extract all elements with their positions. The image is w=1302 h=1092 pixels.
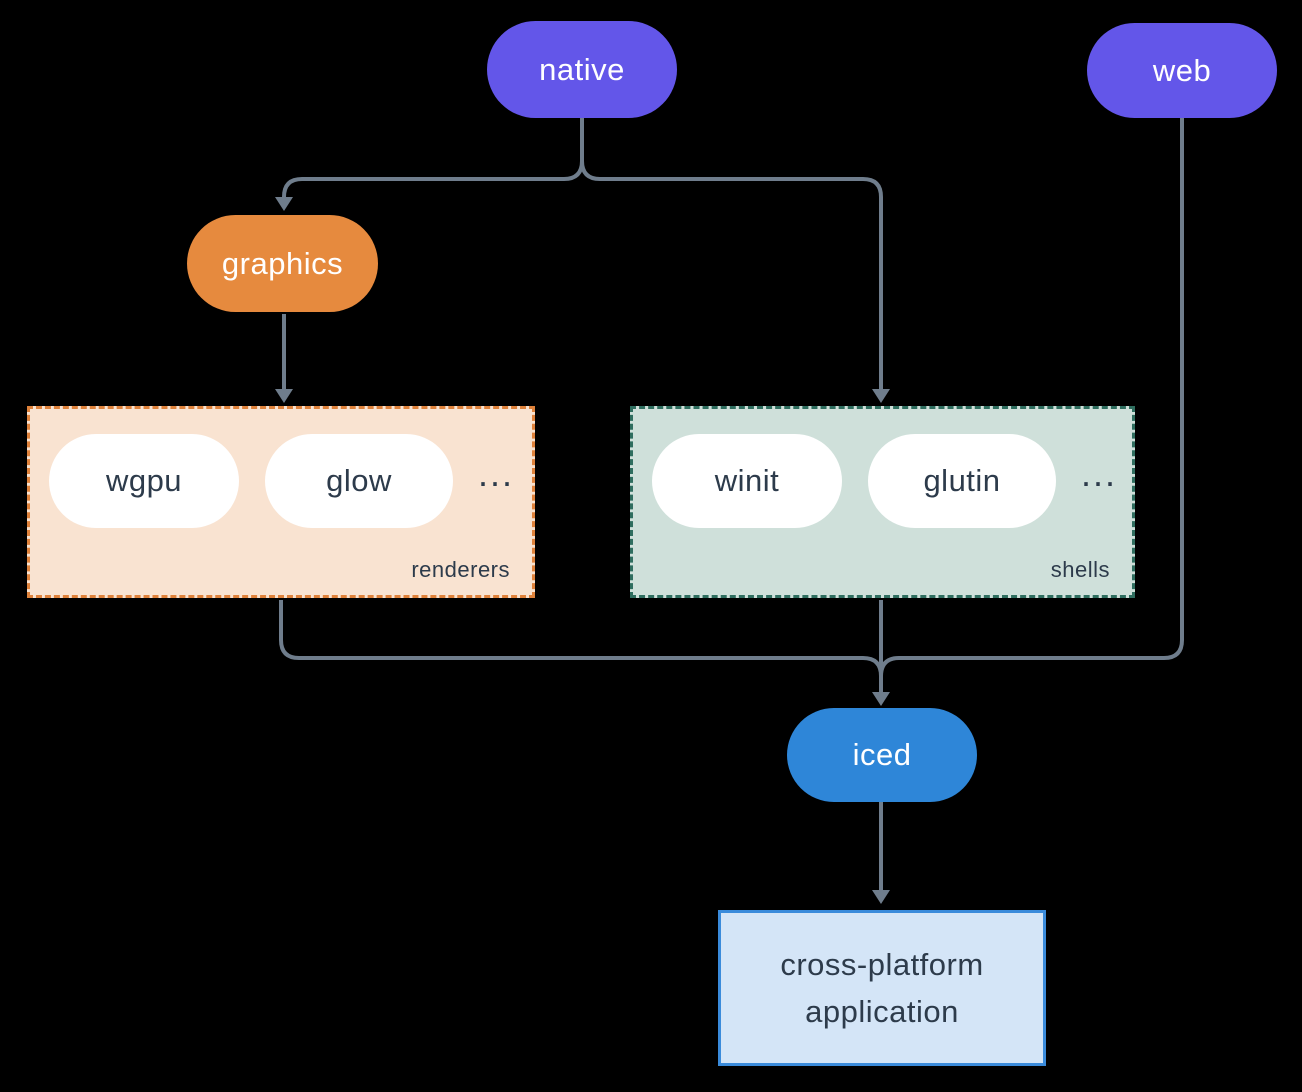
node-glutin-label: glutin bbox=[923, 463, 1001, 498]
node-iced-label: iced bbox=[852, 737, 912, 772]
edge-renderers-to-iced bbox=[279, 600, 883, 677]
node-wgpu-label: wgpu bbox=[105, 463, 183, 498]
node-winit-label: winit bbox=[714, 463, 780, 498]
node-wgpu: wgpu bbox=[49, 434, 239, 528]
shells-ellipsis: ... bbox=[1080, 453, 1117, 494]
group-shells: winit glutin ... shells bbox=[630, 406, 1135, 598]
edge-native-to-graphics bbox=[282, 118, 584, 198]
arrowhead-shells bbox=[872, 389, 890, 403]
edge-native-to-shells bbox=[580, 160, 883, 390]
group-renderers: wgpu glow ... renderers bbox=[27, 406, 535, 598]
node-graphics: graphics bbox=[187, 215, 378, 312]
node-glow-label: glow bbox=[326, 463, 392, 498]
node-native: native bbox=[487, 21, 677, 118]
node-native-label: native bbox=[539, 51, 625, 87]
edge-web-to-iced bbox=[879, 118, 1184, 677]
renderers-ellipsis: ... bbox=[477, 453, 514, 494]
node-iced: iced bbox=[787, 708, 977, 802]
node-winit: winit bbox=[652, 434, 842, 528]
node-glutin: glutin bbox=[868, 434, 1056, 528]
node-cross-platform-application: cross-platform application bbox=[718, 910, 1046, 1066]
arrowhead-iced bbox=[872, 692, 890, 706]
arrowhead-app bbox=[872, 890, 890, 904]
arrowhead-graphics bbox=[275, 197, 293, 211]
shells-group-label: shells bbox=[1050, 557, 1110, 582]
node-graphics-label: graphics bbox=[221, 245, 344, 281]
node-glow: glow bbox=[265, 434, 453, 528]
app-label-line1: cross-platform bbox=[780, 947, 984, 982]
node-web: web bbox=[1087, 23, 1277, 118]
renderers-group-label: renderers bbox=[411, 557, 510, 582]
node-web-label: web bbox=[1152, 52, 1212, 88]
arrowhead-renderers bbox=[275, 389, 293, 403]
app-label-line2: application bbox=[805, 994, 959, 1029]
